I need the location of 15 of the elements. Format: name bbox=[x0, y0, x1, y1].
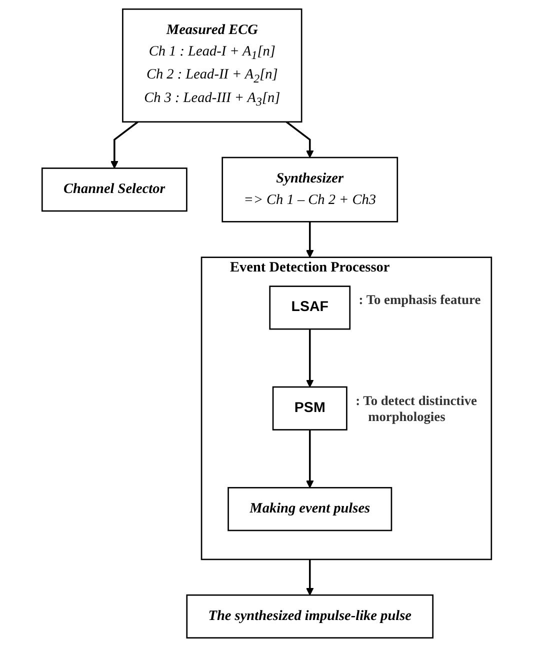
arrow bbox=[110, 121, 138, 169]
node-box: Measured ECG Ch 1 : Lead-I + A$_{1}$[n] Ch 2 : Lead-II + A$_{2}$[n] Ch 3 : Lead-III + A$_{3}$[n] bbox=[122, 8, 302, 123]
arrow bbox=[306, 430, 314, 488]
arrow bbox=[306, 329, 314, 388]
node-box: LSAF bbox=[268, 286, 350, 330]
annotation-text: : To emphasis feature bbox=[358, 292, 480, 308]
node-box: The synthesized impulse-like pulse bbox=[186, 594, 434, 639]
arrow bbox=[306, 559, 314, 596]
annotation-text: : To detect distinctive morphologies bbox=[355, 392, 477, 424]
node-box: Making event pulses bbox=[227, 487, 392, 532]
node-box: Channel Selector bbox=[41, 168, 188, 212]
node-box: PSM bbox=[272, 386, 348, 430]
node-box: Synthesizer => Ch 1 – Ch 2 + Ch3 bbox=[221, 156, 398, 222]
arrow bbox=[286, 121, 314, 158]
arrow bbox=[306, 222, 314, 258]
